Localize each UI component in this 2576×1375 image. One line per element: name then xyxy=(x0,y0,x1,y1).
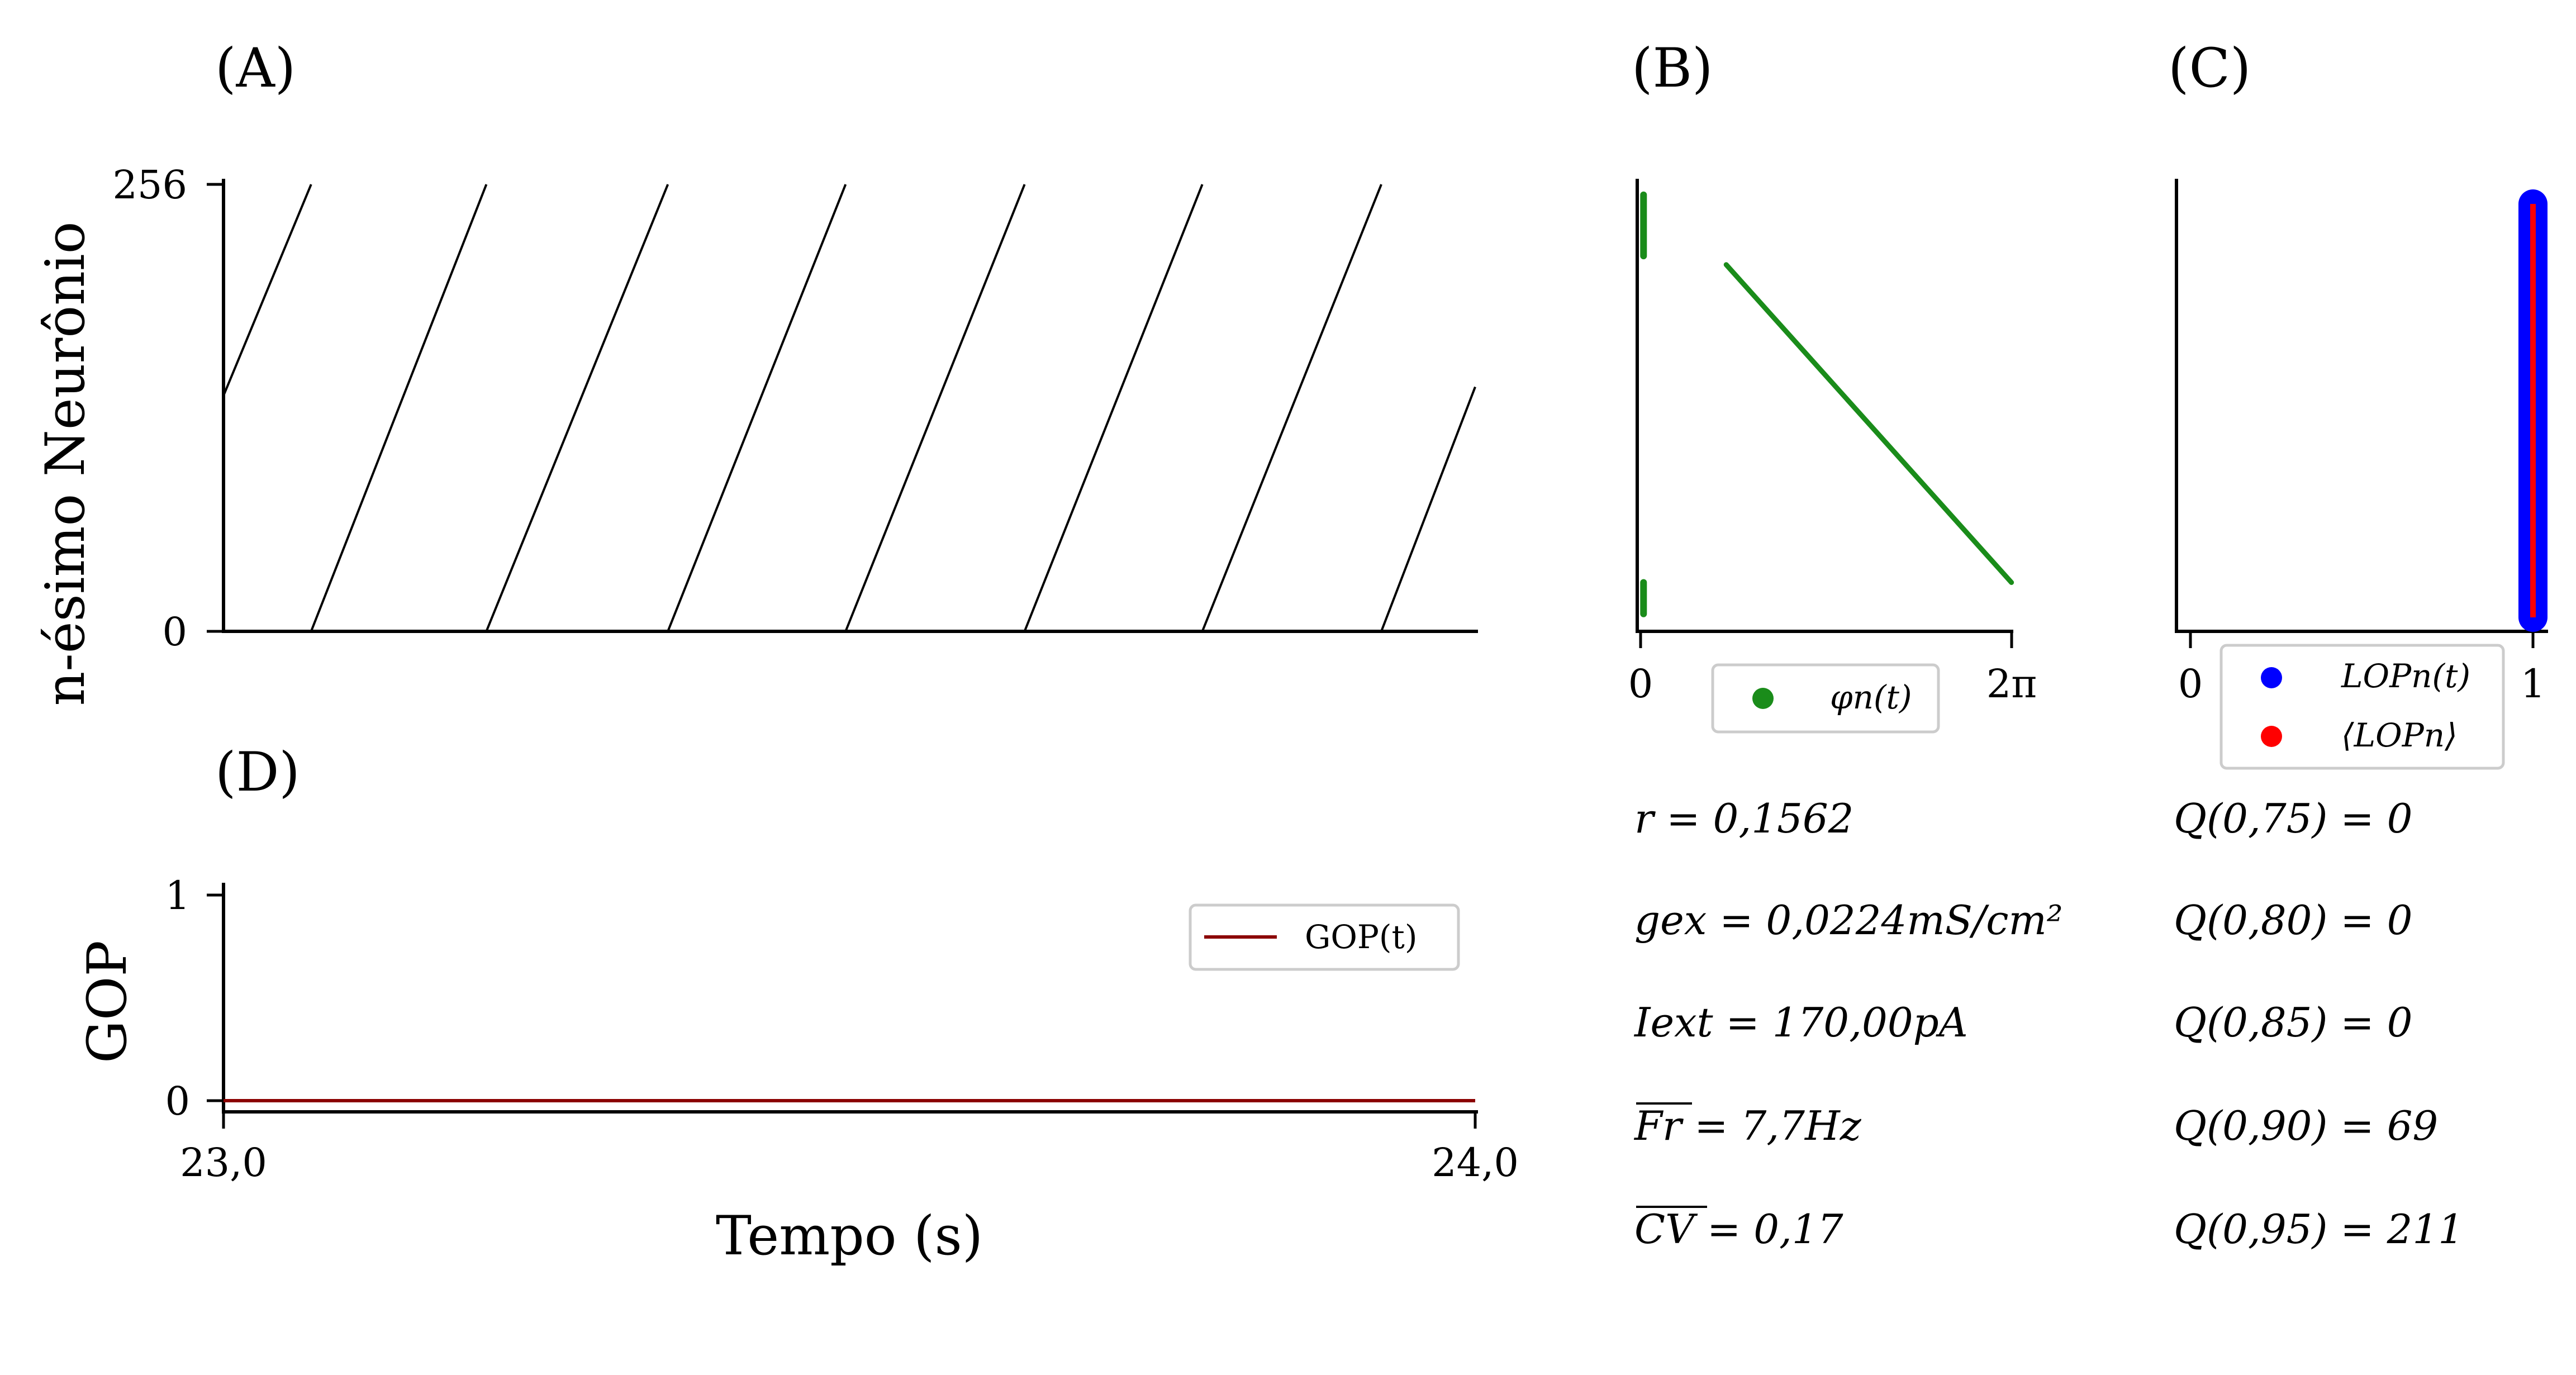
panel-c-xtick-label-0: 0 xyxy=(2178,661,2203,707)
raster-plot xyxy=(222,184,1476,632)
legend-lop-mean-marker xyxy=(2261,726,2282,747)
panel-b-xtick-label-2pi: 2π xyxy=(1986,661,2037,707)
raster-burst-7 xyxy=(1380,386,1476,632)
info-left: r = 0,1562 gex = 0,0224mS/cm² Iext = 170… xyxy=(1633,795,2063,1253)
panel-a: (A) n-ésimo Neurônio 0 256 xyxy=(34,37,1478,706)
panel-b-label: (B) xyxy=(1632,37,1713,99)
info-q095: Q(0,95) = 211 xyxy=(2174,1206,2464,1253)
panel-b: (B) 0 2π φn(t) xyxy=(1628,37,2037,734)
panel-a-ytick-label-256: 256 xyxy=(112,162,187,208)
panel-a-ytick-label-0: 0 xyxy=(162,609,187,655)
info-q085: Q(0,85) = 0 xyxy=(2174,999,2412,1046)
info-right: Q(0,75) = 0 Q(0,80) = 0 Q(0,85) = 0 Q(0,… xyxy=(2174,795,2464,1253)
panel-d-legend: GOP(t) xyxy=(1189,903,1460,971)
legend-lop-label: LOPn(t) xyxy=(2341,657,2470,695)
legend-gop-label: GOP(t) xyxy=(1305,918,1417,956)
info-iext: Iext = 170,00pA xyxy=(1633,999,1968,1046)
phase-plot xyxy=(1640,191,2014,617)
info-fr: Fr = 7,7Hz xyxy=(1633,1102,1862,1149)
raster-burst-1 xyxy=(310,184,488,632)
panel-d-label: (D) xyxy=(215,741,300,803)
legend-phase-label: φn(t) xyxy=(1830,678,1912,716)
raster-burst-0 xyxy=(222,184,312,396)
panel-b-xtick-label-0: 0 xyxy=(1628,661,1653,707)
panel-d-ylabel: GOP xyxy=(76,940,139,1063)
phase-segment-2 xyxy=(1723,262,2014,585)
raster-burst-4 xyxy=(844,184,1026,632)
panel-d-ytick-label-0: 0 xyxy=(165,1078,190,1124)
info-gex: gex = 0,0224mS/cm² xyxy=(1634,897,2063,944)
panel-d-xlabel: Tempo (s) xyxy=(716,1205,983,1267)
panel-a-ylabel: n-ésimo Neurônio xyxy=(34,221,97,706)
info-r: r = 0,1562 xyxy=(1634,795,1853,842)
panel-d-xtick-label-24: 24,0 xyxy=(1432,1140,1519,1186)
raster-burst-3 xyxy=(667,184,847,632)
panel-d-xtick-label-23: 23,0 xyxy=(180,1140,267,1186)
raster-burst-2 xyxy=(485,184,669,632)
info-q075: Q(0,75) = 0 xyxy=(2174,795,2412,842)
info-cv: CV = 0,17 xyxy=(1634,1206,1843,1253)
raster-burst-5 xyxy=(1023,184,1204,632)
raster-burst-6 xyxy=(1201,184,1382,632)
panel-d-ytick-label-1: 1 xyxy=(165,873,190,919)
panel-c-xtick-label-1: 1 xyxy=(2521,661,2546,707)
panel-b-legend: φn(t) xyxy=(1711,663,1940,734)
info-q090: Q(0,90) = 69 xyxy=(2174,1102,2438,1149)
panel-c-label: (C) xyxy=(2168,37,2251,99)
legend-lop-mean-label: ⟨LOPn⟩ xyxy=(2341,716,2458,754)
panel-c-legend: LOPn(t) ⟨LOPn⟩ xyxy=(2219,644,2505,770)
panel-a-label: (A) xyxy=(215,37,296,99)
legend-lop-marker xyxy=(2261,667,2282,688)
panel-d: (D) GOP 0 1 23,0 24,0 Tempo (s) GOP(t) xyxy=(76,741,1519,1267)
info-q080: Q(0,80) = 0 xyxy=(2174,897,2412,944)
legend-phase-marker xyxy=(1752,688,1774,709)
panel-c: (C) 0 1 LOPn(t) ⟨LOPn⟩ xyxy=(2168,37,2548,770)
